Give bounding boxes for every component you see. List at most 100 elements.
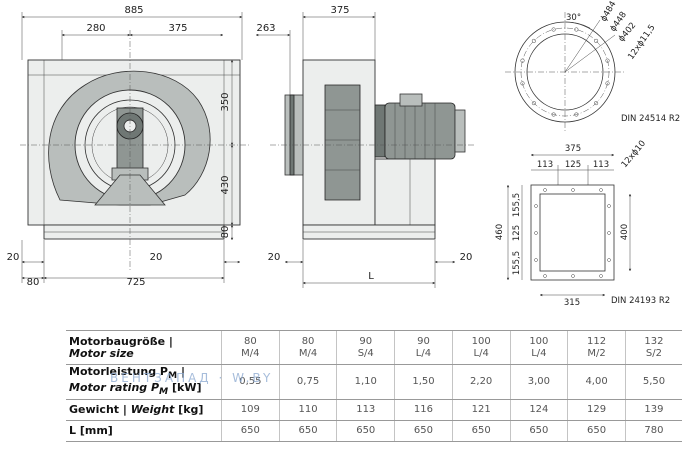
table-cell: 650	[451, 420, 511, 442]
bolt-hole	[551, 112, 556, 117]
bolt-hole	[605, 58, 610, 63]
dim-overall-width: 885	[124, 5, 143, 16]
motor-side	[384, 102, 456, 160]
dim-base-length: 725	[126, 277, 145, 288]
bolt-hole	[534, 231, 538, 235]
flange-square-inner	[539, 193, 606, 272]
bolt-hole	[599, 188, 603, 192]
bolt-hole	[534, 258, 538, 262]
row-header: Gewicht | Weight [kg]	[66, 399, 222, 421]
row-header: Motorbaugröße |Motor size	[66, 330, 222, 365]
dim-side-left-foot: 20	[268, 252, 281, 263]
front-view: 885 280 375 350 430 80 20 80 725 20	[7, 5, 250, 288]
table-cell: 0,75	[278, 364, 337, 400]
dim-depth: 375	[330, 5, 349, 16]
dim-left-foot: 20	[7, 252, 20, 263]
watermark: ВЕНТЗАПАД · W.BY	[110, 371, 274, 385]
dim-inlet-holes: 12xϕ10	[620, 139, 648, 170]
bolt-hole	[520, 81, 525, 86]
bolt-hole	[599, 274, 603, 278]
table-cell: 4,00	[567, 364, 626, 400]
dim-inner-width: 315	[564, 298, 580, 308]
table-cell: 113	[336, 399, 395, 421]
table-cell: 5,50	[624, 364, 682, 400]
bolt-holes	[520, 27, 610, 117]
bolt-hole	[607, 231, 611, 235]
bolt-hole	[571, 188, 575, 192]
table-cell: 116	[394, 399, 453, 421]
table-cell: 121	[451, 399, 511, 421]
table-cell: 1,50	[394, 364, 453, 400]
table-cell: 650	[567, 420, 626, 442]
table-cell: 0,55	[221, 364, 280, 400]
table-cell: 109	[221, 399, 280, 421]
bolt-hole	[531, 101, 536, 106]
table-cell: 139	[624, 399, 682, 421]
bolt-hole	[534, 204, 538, 208]
row-header: L [mm]	[66, 420, 222, 442]
terminal-box	[399, 93, 423, 107]
table-cell: 650	[278, 420, 337, 442]
table-cell: 650	[221, 420, 280, 442]
dim-side-right-foot: 20	[460, 252, 473, 263]
bolt-hole	[594, 101, 599, 106]
technical-drawing: 885 280 375 350 430 80 20 80 725 20 375 …	[7, 0, 681, 308]
table-cell: 129	[567, 399, 626, 421]
row-header: Motorleistung PM |Motor rating PM [kW]	[66, 364, 222, 400]
dim-inner-height: 400	[620, 224, 630, 240]
bolt-hole	[574, 112, 579, 117]
dim-base-height: 80	[220, 226, 231, 239]
bolt-hole	[607, 204, 611, 208]
dim-length: L	[368, 271, 374, 282]
side-view: 375 263 20 20 L	[255, 5, 475, 288]
table-cell: 124	[509, 399, 568, 421]
dim-foot-offset: 80	[27, 277, 40, 288]
table-cell: 780	[624, 420, 682, 442]
dim-seg2: 125	[565, 160, 581, 170]
bolt-hole	[571, 274, 575, 278]
outlet-standard: DIN 24514 R2	[621, 114, 680, 124]
bolt-hole	[605, 81, 610, 86]
bolt-hole	[520, 58, 525, 63]
bolt-hole	[531, 38, 536, 43]
bolt-hole	[594, 38, 599, 43]
bolt-hole	[574, 27, 579, 32]
dim-left-offset: 280	[86, 23, 105, 34]
dim-seg3: 113	[593, 160, 609, 170]
table-cell: 3,00	[509, 364, 568, 400]
bolt-hole	[543, 188, 547, 192]
table-cell: 650	[336, 420, 395, 442]
dim-inlet-width: 375	[565, 144, 581, 154]
bolt-hole	[551, 27, 556, 32]
dim-right-half: 375	[168, 23, 187, 34]
inlet-standard: DIN 24193 R2	[611, 296, 670, 306]
square-bolt-holes	[534, 188, 611, 278]
inlet-flange-view: 375 113 125 113 12xϕ10 460 155,5 125 155…	[495, 139, 670, 308]
bolt-hole	[543, 274, 547, 278]
dim-lower-height: 430	[220, 175, 231, 194]
dim-angle: 30°	[566, 13, 581, 23]
table-cell: 2,20	[451, 364, 511, 400]
dim-outer-height: 460	[495, 224, 505, 240]
table-cell: 650	[394, 420, 453, 442]
dim-upper-height: 350	[220, 92, 231, 111]
flange-square-outer	[530, 184, 615, 281]
dim-h-seg2: 125	[512, 225, 522, 241]
impeller-side	[324, 84, 361, 201]
bolt-hole	[607, 258, 611, 262]
dim-h-seg1: 155,5	[512, 193, 522, 217]
dim-h-seg3: 155,5	[512, 251, 522, 275]
table-cell: 650	[509, 420, 568, 442]
dim-seg1: 113	[537, 160, 553, 170]
outlet-flange-view: 30° ϕ484 ϕ448 ϕ402 12xϕ11,5 DIN 24514 R2	[505, 0, 680, 132]
